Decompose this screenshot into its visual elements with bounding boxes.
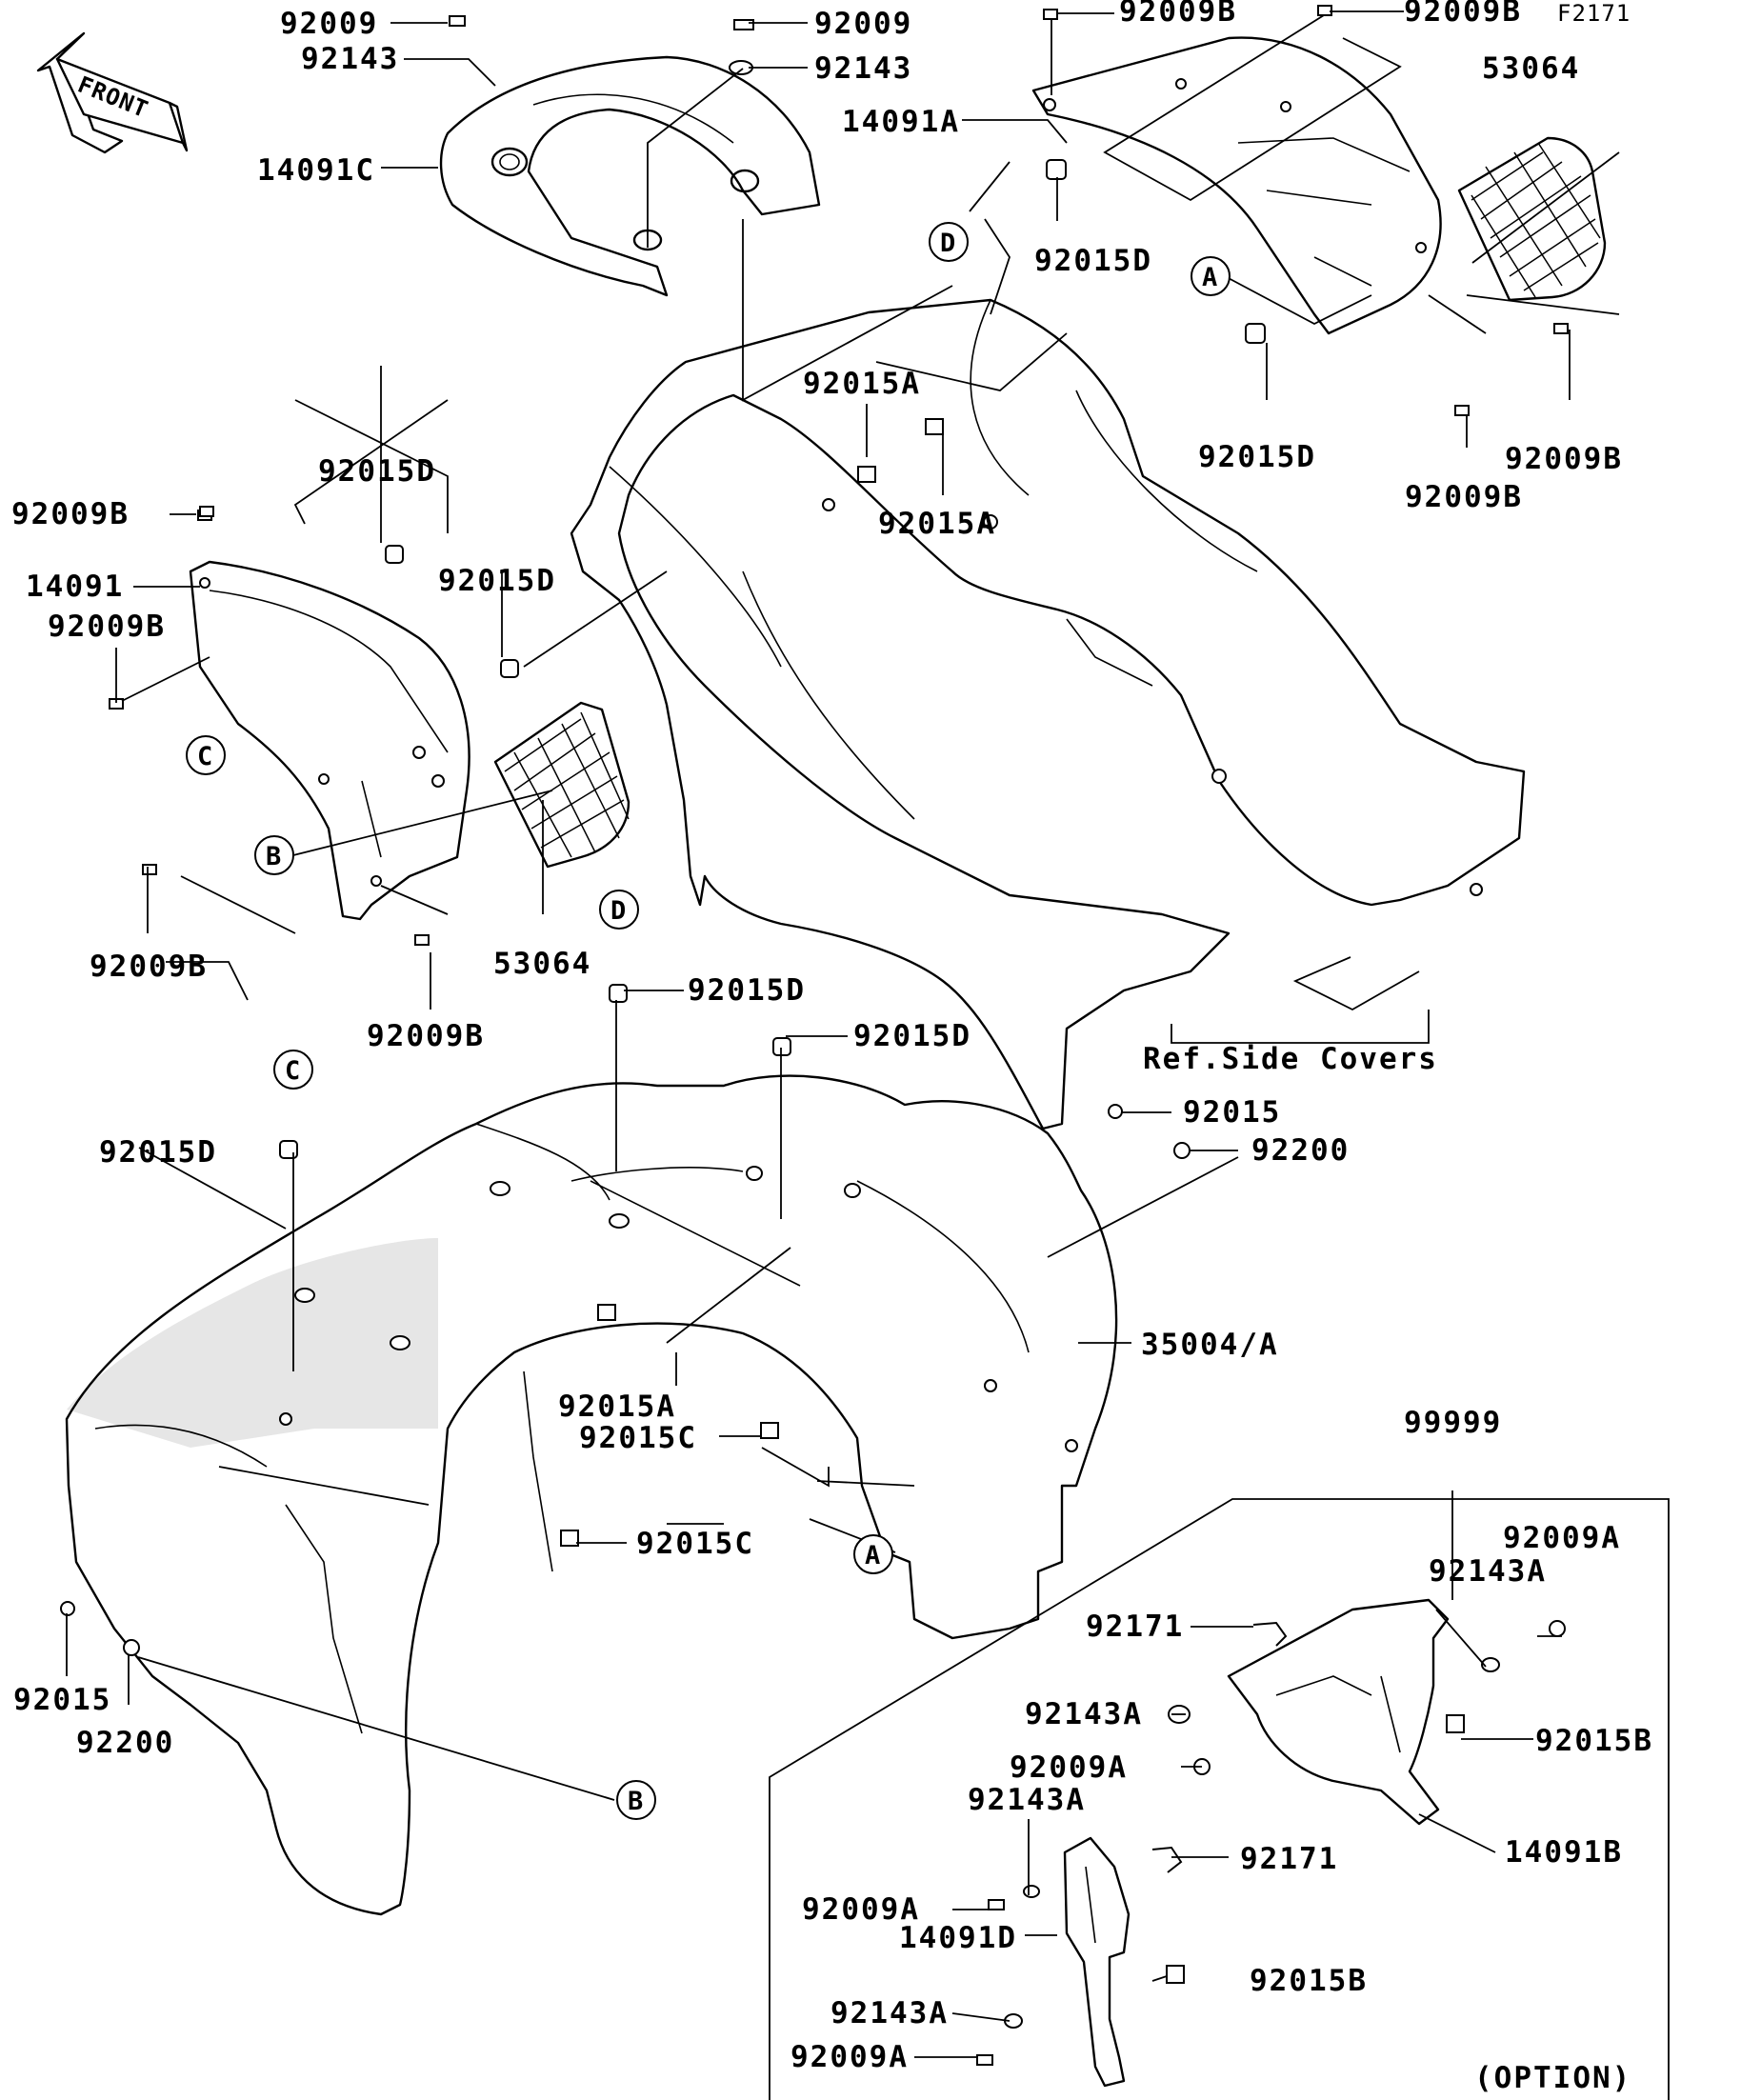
- figure-code: F2171: [1557, 0, 1631, 27]
- label-92171: 92171: [1086, 1610, 1184, 1644]
- svg-text:A: A: [865, 1541, 880, 1570]
- label-92015C: 92015C: [636, 1527, 754, 1561]
- label-92015B: 92015B: [1250, 1964, 1368, 1998]
- svg-text:D: D: [610, 896, 626, 926]
- label-92015C: 92015C: [579, 1421, 697, 1455]
- label-92009: 92009: [814, 7, 912, 41]
- label-92009A: 92009A: [790, 2040, 909, 2074]
- label-92009B: 92009B: [1405, 480, 1523, 514]
- part-14091D-drawing: [1063, 1836, 1131, 2088]
- callout-D-top: D: [929, 222, 969, 262]
- part-35004A-drawing: [65, 1074, 1118, 1916]
- label-92015D: 92015D: [438, 564, 556, 598]
- label-92143A: 92143A: [1429, 1554, 1547, 1589]
- label-92143A: 92143A: [830, 1996, 949, 2030]
- callout-A-top: A: [1191, 256, 1231, 296]
- label-92009A: 92009A: [1010, 1750, 1128, 1785]
- label-92009A: 92009A: [1503, 1521, 1621, 1555]
- label-14091: 14091: [26, 570, 124, 604]
- part-14091-drawing: [189, 560, 470, 921]
- callout-C-mid: C: [273, 1050, 313, 1090]
- part-53064-left-mesh: [493, 701, 630, 869]
- label-53064: 53064: [493, 947, 591, 981]
- label-option: (OPTION): [1474, 2061, 1631, 2095]
- label-92015B: 92015B: [1535, 1724, 1653, 1758]
- label-92143A: 92143A: [1025, 1697, 1143, 1731]
- label-92143A: 92143A: [968, 1783, 1086, 1817]
- label-92015D: 92015D: [99, 1135, 217, 1170]
- label-14091B: 14091B: [1505, 1835, 1623, 1870]
- svg-text:B: B: [628, 1787, 643, 1816]
- svg-text:C: C: [285, 1056, 300, 1086]
- part-14091C-drawing: [439, 55, 821, 297]
- label-92015A: 92015A: [558, 1390, 676, 1424]
- label-92171: 92171: [1240, 1842, 1338, 1876]
- label-92009B: 92009B: [48, 610, 166, 644]
- label-ref-side-covers: Ref.Side Covers: [1143, 1042, 1438, 1076]
- svg-text:A: A: [1202, 263, 1217, 292]
- label-92009A: 92009A: [802, 1892, 920, 1927]
- label-92009B: 92009B: [367, 1019, 485, 1053]
- callout-C-left: C: [186, 735, 226, 775]
- label-92009B: 92009B: [90, 950, 208, 984]
- front-arrow-badge: FRONT: [36, 31, 189, 154]
- label-92200: 92200: [76, 1726, 174, 1760]
- label-92009B: 92009B: [1404, 0, 1522, 29]
- label-99999: 99999: [1404, 1406, 1502, 1440]
- callout-D-mid: D: [599, 890, 639, 930]
- label-92015D: 92015D: [688, 973, 806, 1008]
- hardware-icons: [60, 5, 1569, 2066]
- svg-text:D: D: [940, 229, 955, 258]
- label-92143: 92143: [814, 51, 912, 86]
- upper-body-drawing: [570, 298, 1526, 1130]
- label-92015D: 92015D: [318, 454, 436, 489]
- svg-text:B: B: [266, 842, 281, 871]
- label-92015: 92015: [13, 1683, 111, 1717]
- label-92009B: 92009B: [11, 497, 130, 531]
- label-92015D: 92015D: [853, 1019, 971, 1053]
- label-92015D: 92015D: [1198, 440, 1316, 474]
- label-92009: 92009: [280, 7, 378, 41]
- part-14091A-drawing: [1031, 36, 1442, 335]
- label-92200: 92200: [1251, 1133, 1350, 1168]
- label-14091A: 14091A: [842, 105, 960, 139]
- label-92015A: 92015A: [803, 367, 921, 401]
- label-92143: 92143: [301, 42, 399, 76]
- label-92009B: 92009B: [1505, 442, 1623, 476]
- part-labels: 92009 92143 14091C 92009 92143 92009B 92…: [11, 0, 1653, 2095]
- label-92009B: 92009B: [1119, 0, 1237, 29]
- label-35004A: 35004/A: [1141, 1328, 1279, 1362]
- option-box-outline: [769, 1498, 1670, 2100]
- callout-B-bottom: B: [616, 1780, 656, 1820]
- label-92015A: 92015A: [878, 507, 996, 541]
- label-14091D: 14091D: [899, 1921, 1017, 1955]
- callout-A-bottom: A: [853, 1534, 893, 1574]
- part-14091B-drawing: [1227, 1598, 1450, 1826]
- svg-text:C: C: [197, 742, 212, 771]
- label-92015D: 92015D: [1034, 244, 1152, 278]
- label-92015: 92015: [1183, 1095, 1281, 1130]
- label-53064: 53064: [1482, 51, 1580, 86]
- leader-lines: [66, 10, 1620, 2058]
- label-14091C: 14091C: [257, 153, 375, 188]
- part-53064-right-mesh: [1457, 136, 1607, 302]
- callout-B-left: B: [254, 835, 294, 875]
